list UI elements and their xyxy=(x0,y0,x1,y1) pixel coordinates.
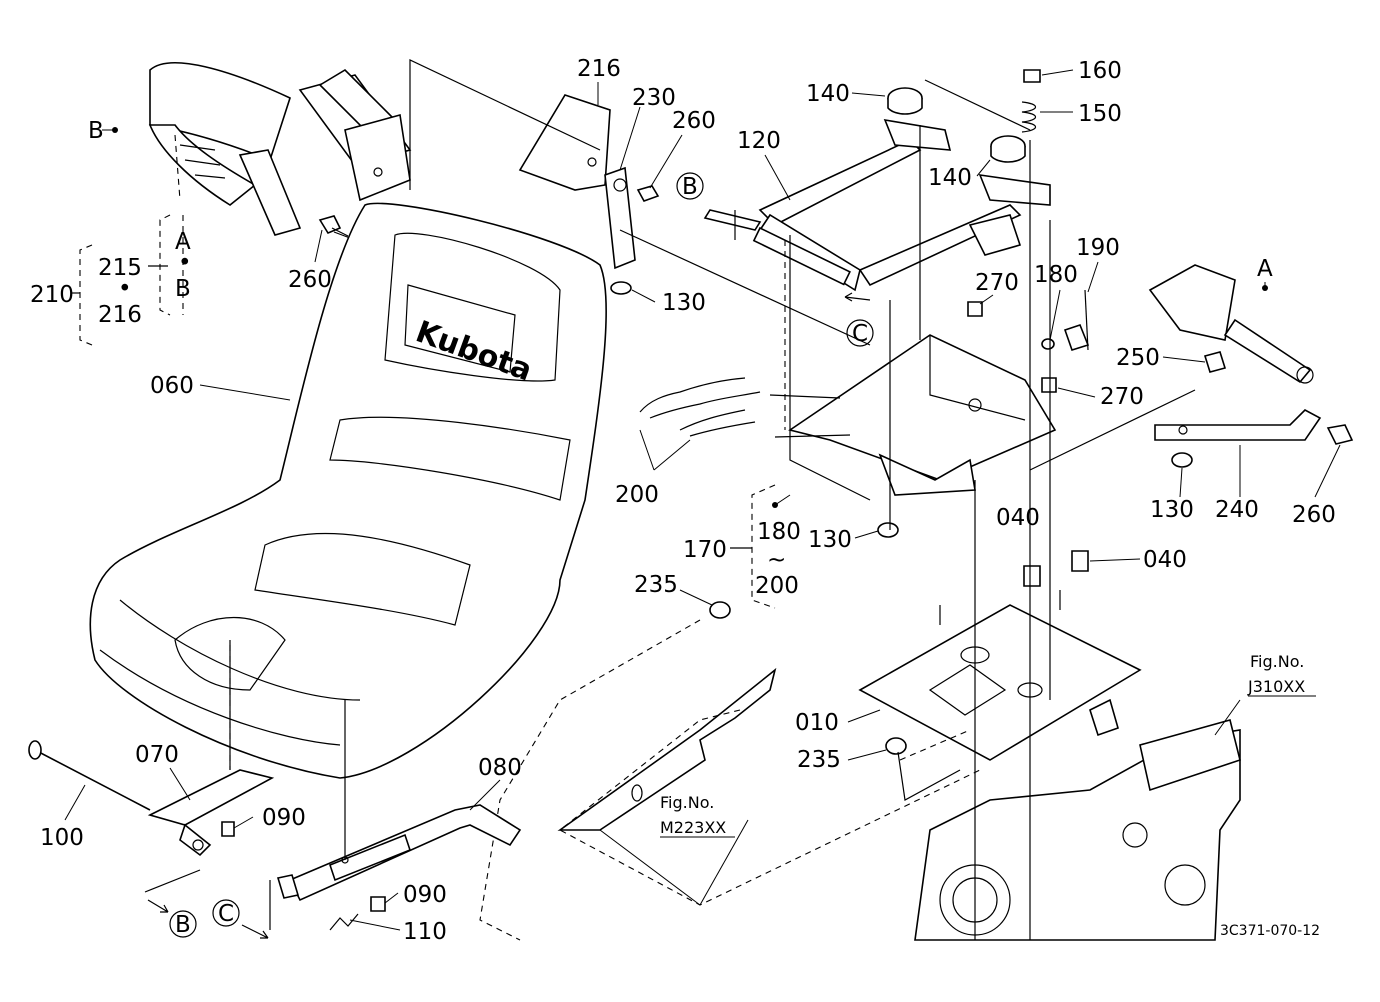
label-215: 215 xyxy=(98,255,142,281)
nut-130-right xyxy=(1171,452,1193,468)
label-090-a: 090 xyxy=(262,805,306,831)
transmission-housing xyxy=(914,719,1241,941)
label-110: 110 xyxy=(403,919,447,945)
bolt-160 xyxy=(1023,69,1041,83)
svg-text:Fig.No.: Fig.No. xyxy=(1250,652,1304,671)
bracket-070 xyxy=(147,769,275,857)
rod-100 xyxy=(28,740,151,811)
label-B-group: B xyxy=(175,276,191,302)
label-040-a: 040 xyxy=(996,505,1040,531)
label-040-b: 040 xyxy=(1143,547,1187,573)
view-marker-b-bottom: B xyxy=(147,899,197,938)
nut-130-mid xyxy=(877,522,899,538)
seat-cushion xyxy=(89,202,607,779)
label-170: 170 xyxy=(683,537,727,563)
label-216-top: 216 xyxy=(577,56,621,82)
bolts-040 xyxy=(1023,550,1089,587)
pin-110 xyxy=(276,874,359,931)
svg-text:B: B xyxy=(175,912,191,938)
bolt-260-left xyxy=(318,215,351,239)
cap-140-b xyxy=(990,135,1026,163)
label-A-marker: A xyxy=(1257,256,1273,282)
leader-lines xyxy=(64,69,1341,931)
label-235-a: 235 xyxy=(634,572,678,598)
figure-ref-j310xx: Fig.No. J310XX xyxy=(1247,652,1316,697)
drawing-code: 3C371-070-12 xyxy=(1220,923,1320,939)
label-150: 150 xyxy=(1078,101,1122,127)
figure-ref-m223xx: Fig.No. M223XX xyxy=(660,793,735,838)
label-190: 190 xyxy=(1076,235,1120,261)
label-200: 200 xyxy=(615,482,659,508)
svg-text:J310XX: J310XX xyxy=(1247,677,1305,696)
label-140-b: 140 xyxy=(928,165,972,191)
label-B-marker: B xyxy=(88,118,104,144)
base-plate xyxy=(858,604,1142,761)
label-230: 230 xyxy=(632,85,676,111)
group-bracket-170 xyxy=(730,484,776,609)
label-235-b: 235 xyxy=(797,747,841,773)
label-060: 060 xyxy=(150,373,194,399)
view-marker-c-bottom: C xyxy=(212,899,269,939)
pin-190 xyxy=(1063,289,1090,351)
arm-240 xyxy=(1154,409,1322,441)
armrest-a xyxy=(1148,264,1314,384)
bolts-090 xyxy=(221,821,386,912)
springs-200 xyxy=(639,377,851,438)
label-210: 210 xyxy=(30,282,74,308)
label-130-c: 130 xyxy=(1150,497,1194,523)
label-100: 100 xyxy=(40,825,84,851)
washer-180 xyxy=(1041,338,1055,350)
label-130-b: 130 xyxy=(808,527,852,553)
label-180-range: 180 xyxy=(757,519,801,545)
label-270-b: 270 xyxy=(1100,384,1144,410)
group-bracket-210 xyxy=(72,214,184,346)
label-dot-A-B: • xyxy=(178,250,192,276)
view-marker-c-top: C xyxy=(844,292,874,347)
label-250: 250 xyxy=(1116,345,1160,371)
label-180: 180 xyxy=(1034,262,1078,288)
nut-130-top xyxy=(610,281,632,295)
svg-text:C: C xyxy=(218,901,234,927)
label-010: 010 xyxy=(795,710,839,736)
bolts-270 xyxy=(967,301,1057,393)
nut-260-right xyxy=(1326,424,1354,445)
label-090-b: 090 xyxy=(403,882,447,908)
label-120: 120 xyxy=(737,128,781,154)
svg-text:Fig.No.: Fig.No. xyxy=(660,793,714,812)
label-260-top: 260 xyxy=(672,108,716,134)
stay-230 xyxy=(604,166,636,270)
bolt-250 xyxy=(1203,351,1227,373)
svg-text:B: B xyxy=(682,174,698,200)
label-A-group: A xyxy=(175,229,191,255)
label-216-group: 216 xyxy=(98,302,142,328)
nut-260-top xyxy=(636,185,660,202)
lever-080 xyxy=(288,804,522,902)
fender-panel xyxy=(479,619,981,941)
label-160: 160 xyxy=(1078,58,1122,84)
label-260-right: 260 xyxy=(1292,502,1336,528)
label-240: 240 xyxy=(1215,497,1259,523)
view-marker-b-top: B xyxy=(676,172,704,200)
plate-216 xyxy=(518,94,611,191)
label-tilde: ~ xyxy=(767,547,786,573)
svg-text:M223XX: M223XX xyxy=(660,818,726,837)
label-140-a: 140 xyxy=(806,81,850,107)
suspension-bracket xyxy=(788,334,1057,496)
label-080: 080 xyxy=(478,755,522,781)
nuts-235 xyxy=(709,601,907,755)
label-070: 070 xyxy=(135,742,179,768)
label-200-range: 200 xyxy=(755,573,799,599)
label-270-a: 270 xyxy=(975,270,1019,296)
label-130-a: 130 xyxy=(662,290,706,316)
cap-140-a xyxy=(887,87,923,115)
label-dot-215-216: • xyxy=(118,276,132,302)
label-260-left: 260 xyxy=(288,267,332,293)
svg-text:C: C xyxy=(852,321,868,347)
spring-150 xyxy=(1021,101,1037,133)
